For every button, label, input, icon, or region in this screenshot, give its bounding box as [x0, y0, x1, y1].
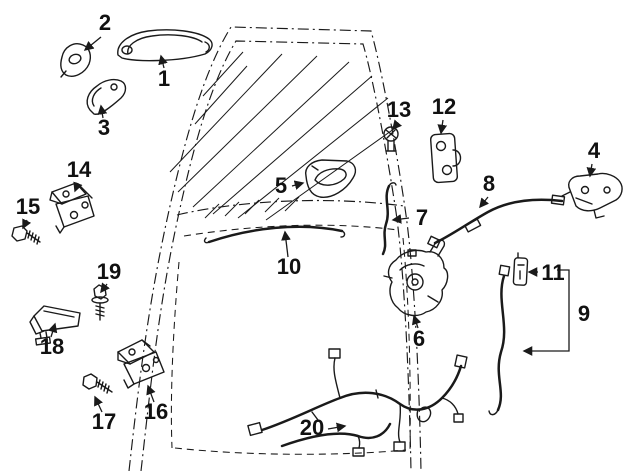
part-door-check-strap [29, 305, 81, 346]
leader-17 [94, 395, 103, 413]
callout-8: 8 [483, 171, 495, 196]
callout-19: 19 [97, 259, 121, 284]
leader-12 [437, 119, 448, 135]
leader-3 [97, 104, 108, 119]
part-exterior-handle-bracket [561, 172, 623, 219]
leader-13 [392, 119, 403, 131]
part-lower-hinge [117, 339, 165, 389]
callout-6: 6 [413, 326, 425, 351]
callout-14: 14 [67, 157, 92, 182]
part-lock-cable [488, 264, 511, 416]
window-hatching [169, 51, 399, 221]
callout-13: 13 [387, 97, 411, 122]
part-door-wiring-harness [247, 348, 468, 457]
callout-15: 15 [16, 194, 40, 219]
callout-9: 9 [578, 301, 590, 326]
part-cable-clip [512, 252, 529, 286]
part-hinge-bolt-lower [82, 373, 113, 394]
callout-7: 7 [416, 205, 428, 230]
callout-18: 18 [40, 334, 64, 359]
callout-10: 10 [277, 254, 301, 279]
part-check-bolt [91, 284, 109, 321]
part-upper-hinge [49, 182, 95, 234]
leader-10 [281, 230, 291, 258]
callout-11: 11 [541, 260, 564, 285]
part-lock-rod [381, 182, 397, 256]
leader-9 [522, 269, 570, 356]
part-interior-door-handle [305, 159, 357, 198]
part-handle-rod [203, 225, 346, 244]
leader-4 [586, 163, 597, 178]
leader-5 [291, 180, 305, 190]
callout-3: 3 [98, 115, 110, 140]
door-panel-outline [128, 26, 422, 471]
callout-4: 4 [588, 138, 601, 163]
leader-6 [411, 314, 422, 329]
leader-1 [158, 54, 168, 69]
part-exterior-door-handle [117, 29, 213, 62]
part-striker-screw [383, 126, 399, 152]
leader-7 [391, 214, 410, 224]
callout-1: 1 [158, 66, 170, 91]
callout-labels: 1 2 3 4 5 6 7 8 9 10 11 12 13 14 15 16 1… [16, 10, 601, 440]
leader-15 [22, 218, 32, 230]
leader-lines [22, 36, 597, 433]
leader-14 [73, 181, 83, 193]
callout-12: 12 [432, 94, 456, 119]
leader-18 [47, 322, 58, 338]
leader-20 [327, 422, 347, 433]
callout-16: 16 [144, 399, 168, 424]
part-handle-bracket-cap [60, 43, 92, 78]
part-latch-release-cable [427, 194, 566, 249]
leader-8 [479, 196, 489, 209]
callout-17: 17 [92, 409, 116, 434]
part-door-latch-assembly [383, 239, 449, 317]
callout-5: 5 [275, 173, 287, 198]
leader-16 [146, 384, 156, 403]
part-door-striker [429, 132, 462, 184]
callout-20: 20 [300, 415, 324, 440]
part-hinge-bolt-upper [11, 225, 41, 245]
leader-19 [100, 282, 110, 294]
callout-2: 2 [99, 10, 111, 35]
part-handle-gasket [86, 78, 127, 115]
leader-2 [83, 36, 102, 51]
